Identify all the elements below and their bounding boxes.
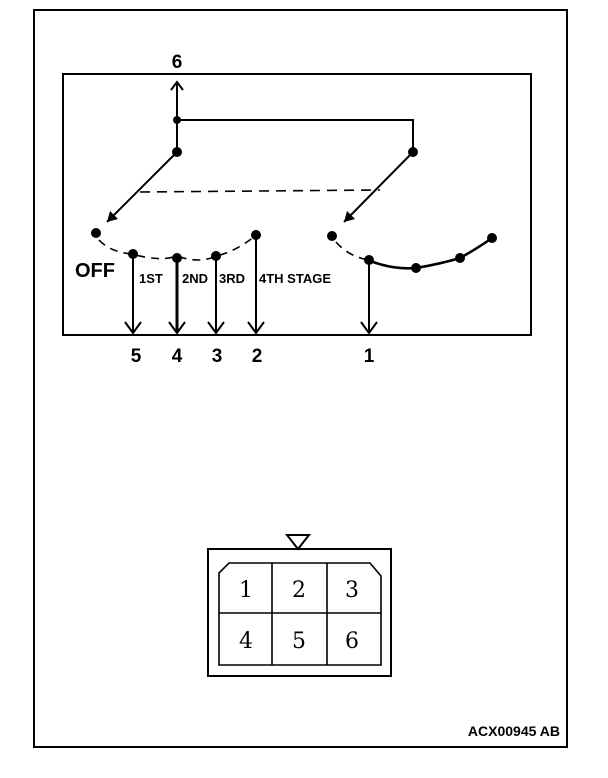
connector-pin-3: 3	[345, 578, 359, 603]
connector-key-icon	[284, 534, 312, 551]
right-contact-4	[487, 233, 497, 243]
connector-pin-4: 4	[239, 629, 253, 654]
bus-junction	[173, 116, 181, 124]
right-travel-dashed	[335, 241, 369, 261]
right-switch-blade	[343, 151, 414, 223]
left-switch-blade	[106, 151, 178, 223]
terminal-5-lead	[124, 254, 142, 335]
right-contact-bar	[367, 236, 493, 270]
terminal-6-label: 6	[172, 52, 183, 73]
right-contact-3	[455, 253, 465, 263]
right-off-contact	[327, 231, 337, 241]
off-contact	[91, 228, 101, 238]
common-bus	[176, 119, 414, 152]
mechanical-link	[139, 189, 381, 193]
terminal-3-label: 3	[212, 346, 223, 367]
right-contact-2	[411, 263, 421, 273]
terminal-1-label: 1	[364, 346, 375, 367]
terminal-5-label: 5	[131, 346, 142, 367]
connector-pin-2: 2	[292, 578, 306, 603]
terminal-2-lead	[247, 235, 265, 335]
switch-housing	[62, 73, 532, 336]
connector-inner-shell	[218, 562, 382, 666]
off-label: OFF	[75, 260, 115, 282]
stage-label-3rd: 3RD	[219, 271, 245, 286]
terminal-4-label: 4	[172, 346, 183, 367]
stage-label-4th: 4TH STAGE	[259, 271, 331, 286]
terminal-2-label: 2	[252, 346, 263, 367]
terminal-4-lead	[168, 258, 186, 335]
right-blade-arrow	[344, 211, 355, 222]
connector-pin-6: 6	[345, 629, 359, 654]
connector-pin-1: 1	[239, 578, 253, 603]
stage-label-1st: 1ST	[139, 271, 163, 286]
connector-pin-5: 5	[292, 629, 306, 654]
terminal-1-lead	[360, 260, 378, 335]
terminal-6-lead	[170, 80, 184, 120]
connector-outer-shell	[207, 548, 392, 677]
terminal-3-lead	[207, 256, 225, 335]
left-blade-arrow	[107, 211, 118, 222]
figure-code: ACX00945 AB	[468, 723, 560, 739]
stage-label-2nd: 2ND	[182, 271, 208, 286]
page-frame	[33, 9, 568, 748]
